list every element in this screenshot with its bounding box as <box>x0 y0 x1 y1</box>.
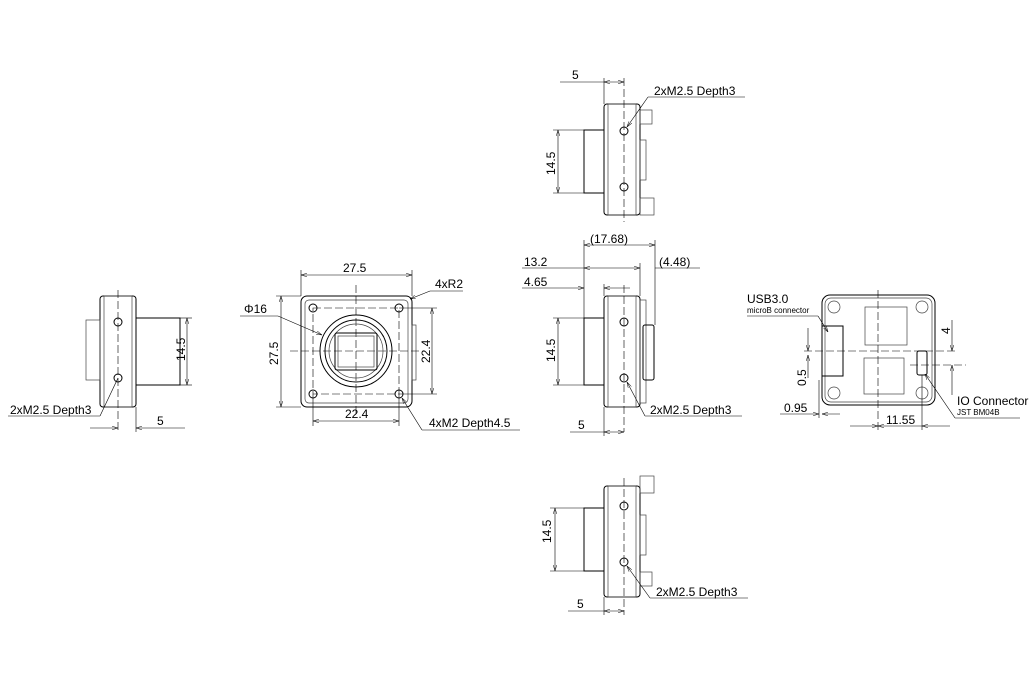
front-dim-height: 27.5 <box>267 341 281 365</box>
back-dim-io-v: 4 <box>939 327 953 334</box>
back-io-label: IO Connector <box>957 394 1028 408</box>
top-dim-offset: 5 <box>572 68 579 82</box>
top-view: 5 14.5 2xM2.5 Depth3 <box>544 68 745 222</box>
bottom-dim-height: 14.5 <box>540 519 554 543</box>
back-io-sub: JST BM04B <box>957 408 1000 417</box>
screw-hole-icon <box>619 557 629 567</box>
front-dim-width: 27.5 <box>343 261 367 275</box>
left-hole-note: 2xM2.5 Depth3 <box>10 403 92 417</box>
back-usb-sub: microB connector <box>747 306 810 315</box>
screw-hole-icon <box>619 126 629 136</box>
screw-hole-icon <box>113 317 123 327</box>
left-dim-height: 14.5 <box>174 337 188 361</box>
top-hole-note: 2xM2.5 Depth3 <box>654 84 736 98</box>
back-dim-usb-v: 0.5 <box>795 369 809 386</box>
screw-hole-icon <box>619 317 629 327</box>
screw-hole-icon <box>619 501 629 511</box>
side-dim-height: 14.5 <box>544 338 558 362</box>
front-view: 27.5 27.5 22.4 22.4 Φ16 4xR2 4xM2 Depth4… <box>240 261 520 431</box>
bottom-hole-note: 2xM2.5 Depth3 <box>656 585 738 599</box>
screw-hole-icon <box>619 182 629 192</box>
left-dim-offset: 5 <box>157 414 164 428</box>
bottom-dim-offset: 5 <box>577 597 584 611</box>
front-lens-diameter: Φ16 <box>244 302 267 316</box>
front-dim-hole-pitch-h: 22.4 <box>345 407 369 421</box>
back-dim-usb-h: 0.95 <box>784 401 808 415</box>
back-dim-io-h: 11.55 <box>886 413 915 427</box>
side-hole-note: 2xM2.5 Depth3 <box>650 403 732 417</box>
side-dim-offset: 5 <box>578 418 585 432</box>
front-dim-hole-pitch-v: 22.4 <box>419 339 433 363</box>
screw-hole-icon <box>619 373 629 383</box>
top-dim-height: 14.5 <box>544 151 558 175</box>
front-hole-note: 4xM2 Depth4.5 <box>429 416 511 430</box>
side-view: (17.68) 13.2 (4.48) 4.65 14.5 5 2xM2.5 D… <box>522 232 742 436</box>
back-usb-label: USB3.0 <box>747 292 789 306</box>
side-dim-connector: (4.48) <box>659 255 690 269</box>
screw-hole-icon <box>308 303 318 313</box>
left-side-view: 14.5 5 2xM2.5 Depth3 <box>8 290 192 432</box>
bottom-view: 14.5 5 2xM2.5 Depth3 <box>540 475 748 615</box>
back-view: USB3.0 microB connector 0.5 0.95 11.55 4… <box>747 290 1028 430</box>
front-corner-radius: 4xR2 <box>435 277 463 291</box>
side-dim-flange: 4.65 <box>524 275 548 289</box>
side-dim-body: 13.2 <box>524 255 548 269</box>
side-dim-total: (17.68) <box>590 232 628 246</box>
screw-hole-icon <box>113 373 123 383</box>
